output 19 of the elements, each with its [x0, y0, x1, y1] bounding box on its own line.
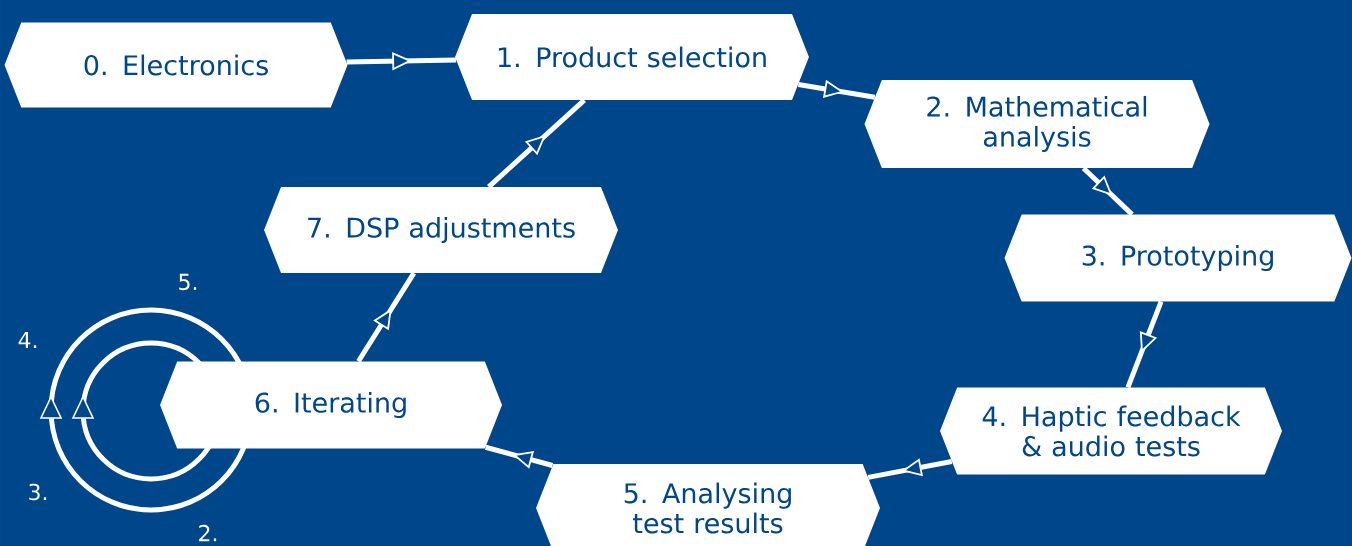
- arrow: [1081, 166, 1134, 217]
- arrow: [1125, 300, 1164, 389]
- step-hexagon: 1. Product selection: [455, 14, 809, 100]
- step-hexagon: 0. Electronics: [4, 22, 348, 108]
- step-hexagon: 7. DSP adjustments: [264, 187, 618, 273]
- arrow: [484, 444, 554, 469]
- step-hexagon: 4. Haptic feedback & audio tests: [940, 387, 1282, 475]
- step-hexagon: 2. Mathematical analysis: [864, 80, 1210, 168]
- step-hexagon: 3. Prototyping: [1004, 214, 1352, 302]
- step-number: 2.: [199, 524, 217, 542]
- step-hexagon: 5. Analysing test results: [536, 464, 880, 546]
- arrow: [487, 98, 586, 189]
- step-hexagon: 6. Iterating: [160, 361, 502, 449]
- step-number: 5.: [179, 273, 197, 291]
- arrow: [797, 79, 876, 100]
- arrow: [356, 271, 416, 363]
- arrow: [867, 458, 953, 480]
- step-number: 4.: [18, 331, 37, 348]
- step-number: 3.: [29, 483, 47, 501]
